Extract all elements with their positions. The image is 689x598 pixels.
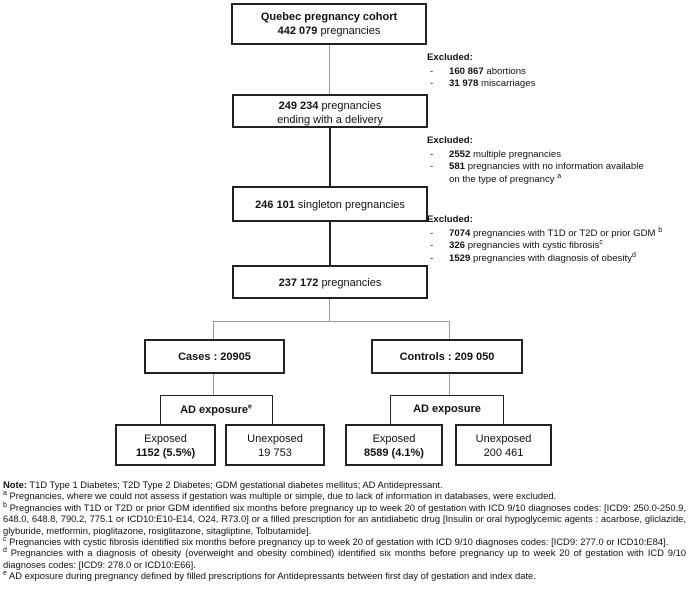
cases-box: Cases : 20905 (144, 339, 285, 374)
controls-box: Controls : 209 050 (371, 339, 523, 374)
cases-exposed-box: Exposed 1152 (5.5%) (115, 424, 216, 466)
exclusion-heading: Excluded: (427, 135, 473, 146)
controls-exposed-label: Exposed (372, 433, 416, 445)
controls-label: Controls : 209 050 (399, 351, 495, 363)
controls-unexposed-box: Unexposed 200 461 (455, 424, 552, 466)
connector-delivery-singleton (329, 127, 331, 187)
footnote-b: b Pregnancies with T1D or T2D or prior G… (3, 501, 686, 536)
connector-controls-bracket (390, 395, 504, 396)
connector-cases-down (213, 373, 214, 395)
delivery-box: 249 234 pregnancies ending with a delive… (232, 94, 428, 128)
controls-unexposed-label: Unexposed (475, 433, 532, 445)
connector-cases-bracket (160, 395, 273, 396)
connector-controls-down (449, 373, 450, 395)
connector-controls-left (390, 395, 391, 424)
cohort-count: 442 079 (277, 25, 318, 37)
exclusion-item: 581 pregnancies with no information avai… (427, 161, 687, 186)
cases-label: Cases : 20905 (178, 351, 251, 363)
singleton-count: 246 101 (255, 199, 295, 211)
exclusion-item: 326 pregnancies with cystic fibrosisc (427, 239, 689, 253)
connector-cohort-delivery (329, 43, 330, 95)
cases-unexposed-label: Unexposed (247, 433, 303, 445)
controls-exposed-value: 8589 (4.1%) (364, 447, 424, 459)
controls-ad-exposure-label: AD exposure (393, 403, 501, 415)
connector-final-split (329, 298, 330, 321)
footnote-a: a Pregnancies, where we could not assess… (3, 490, 557, 502)
footnote-d: d Pregnancies with a diagnosis of obesit… (3, 547, 686, 570)
controls-exposed-box: Exposed 8589 (4.1%) (345, 424, 443, 466)
exclusion-block-2: Excluded: 2552 multiple pregnancies 581 … (427, 135, 687, 186)
cases-exposed-value: 1152 (5.5%) (135, 447, 196, 459)
exclusion-item: 7074 pregnancies with T1D or T2D or prio… (427, 226, 689, 241)
exclusion-heading: Excluded: (427, 52, 473, 63)
footnotes: Note: T1D Type 1 Diabetes; T2D Type 2 Di… (3, 479, 686, 582)
footnote-c: c Pregnancies with cystic fibrosis ident… (3, 535, 669, 548)
cases-unexposed-value: 19 753 (258, 447, 292, 459)
singleton-suffix: singleton pregnancies (297, 199, 405, 211)
delivery-line1: pregnancies (321, 100, 382, 112)
final-box: 237 172 pregnancies (232, 265, 428, 299)
connector-singleton-final (329, 221, 331, 266)
singleton-box: 246 101 singleton pregnancies (232, 186, 428, 222)
controls-unexposed-value: 200 461 (483, 447, 524, 459)
footnote-note: Note: T1D Type 1 Diabetes; T2D Type 2 Di… (3, 479, 443, 490)
exclusion-item: 1529 pregnancies with diagnosis of obesi… (427, 251, 689, 266)
cases-unexposed-box: Unexposed 19 753 (225, 424, 325, 466)
cohort-suffix: pregnancies (320, 25, 381, 37)
delivery-count: 249 234 (278, 100, 319, 112)
final-suffix: pregnancies (321, 277, 382, 289)
exclusion-item: 160 867 abortions (427, 66, 687, 79)
cohort-box: Quebec pregnancy cohort 442 079 pregnanc… (231, 3, 427, 45)
delivery-line2: ending with a delivery (277, 114, 383, 126)
exclusion-item: 31 978 miscarriages (427, 78, 687, 91)
connector-split-right (449, 321, 450, 339)
exclusion-item: 2552 multiple pregnancies (427, 149, 687, 162)
connector-controls-right (503, 395, 504, 424)
footnote-e: e AD exposure during pregnancy defined b… (3, 570, 536, 582)
cases-exposed-label: Exposed (144, 433, 187, 445)
cases-ad-exposure-label: AD exposuree (163, 403, 269, 416)
exclusion-block-3: Excluded: 7074 pregnancies with T1D or T… (427, 214, 689, 265)
exclusion-heading: Excluded: (427, 214, 473, 225)
cohort-title: Quebec pregnancy cohort (260, 11, 398, 23)
connector-split-horizontal (213, 321, 450, 322)
connector-split-left (213, 321, 214, 339)
connector-cases-left (160, 395, 161, 424)
exclusion-block-1: Excluded: 160 867 abortions 31 978 misca… (427, 52, 687, 91)
final-count: 237 172 (278, 277, 319, 289)
connector-cases-right (272, 395, 273, 424)
